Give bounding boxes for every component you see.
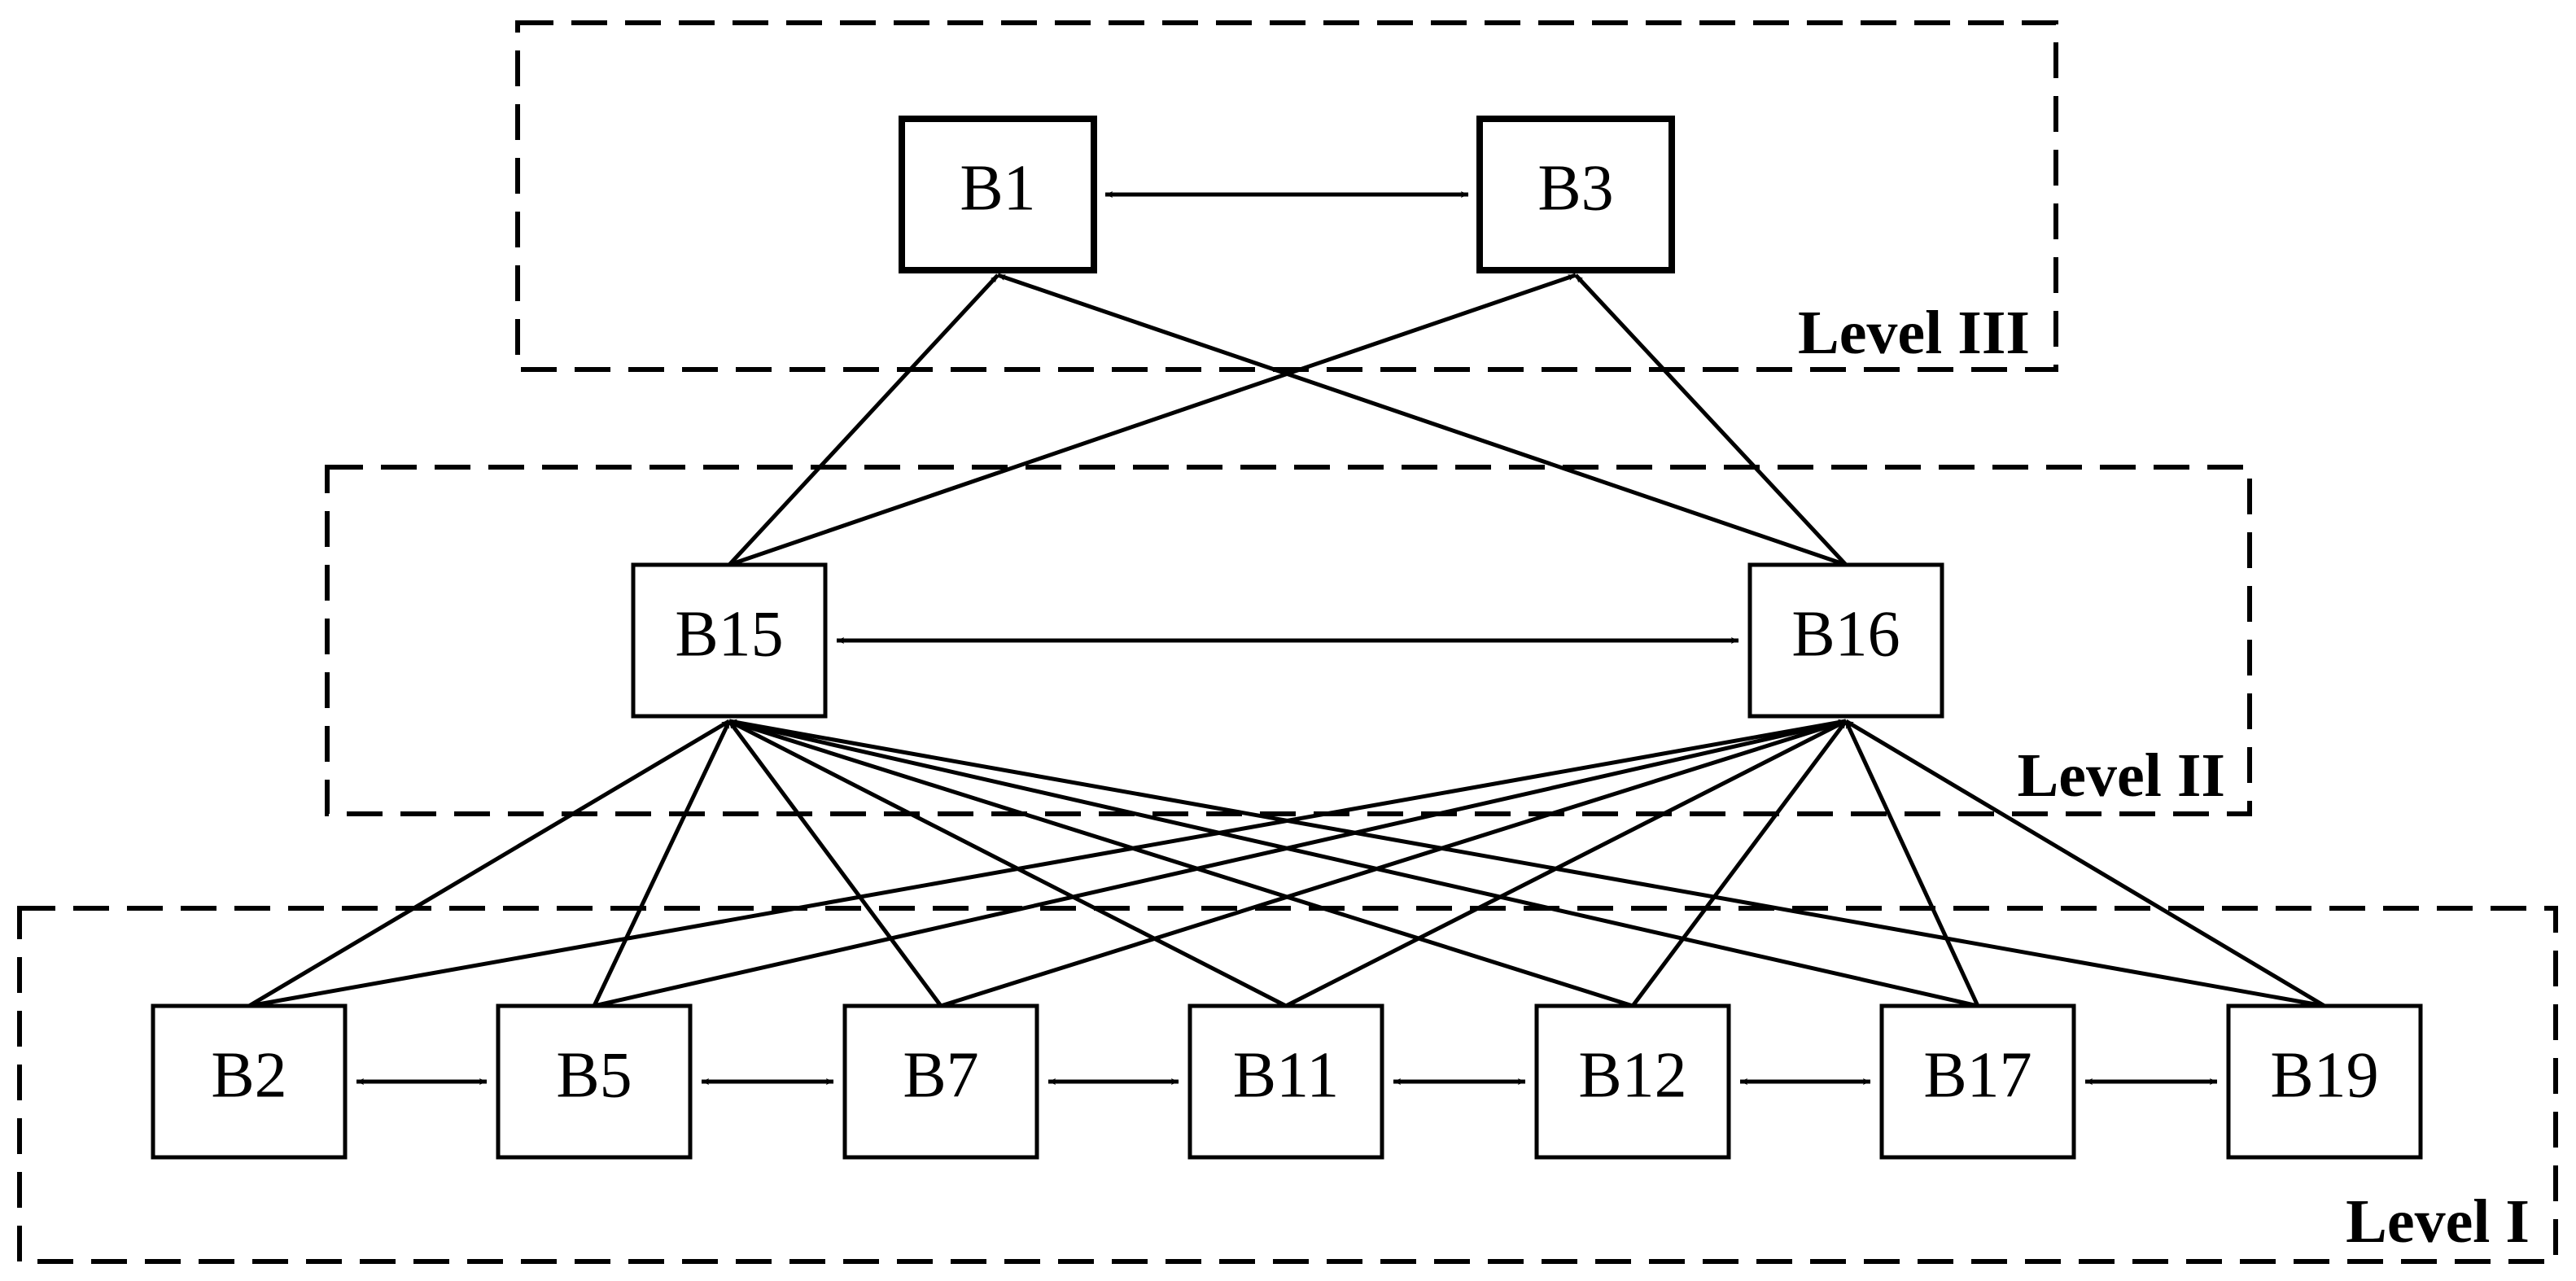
- edge-b19-b15: [728, 719, 2325, 1008]
- node-b5-label: B5: [556, 1039, 632, 1111]
- edge-b5-b16: [593, 719, 1847, 1008]
- node-b16-box: [1747, 562, 1944, 719]
- node-b19-box: [2226, 1003, 2423, 1160]
- node-b19-label: B19: [2270, 1039, 2378, 1111]
- edge-b12-b15: [728, 719, 1634, 1008]
- edge-b15-b1: [728, 273, 999, 566]
- node-b1: B1: [899, 116, 1097, 273]
- level-2-frame: [325, 465, 2252, 816]
- edge-b17-b15: [728, 719, 1979, 1008]
- level-1-label: Level I: [2346, 1187, 2530, 1256]
- edge-b16-b3: [1574, 273, 1848, 566]
- node-b12: B12: [1534, 1003, 1731, 1160]
- edge-b16-b1: [997, 273, 1847, 567]
- node-b2-label: B2: [211, 1039, 286, 1111]
- node-b1-label: B1: [960, 152, 1035, 224]
- node-b2-box: [151, 1003, 348, 1160]
- edge-b5-b15: [592, 719, 732, 1008]
- node-b3-box: [1476, 116, 1675, 273]
- level-1-frame: [17, 906, 2558, 1264]
- node-b16: B16: [1747, 562, 1944, 719]
- node-b7-box: [842, 1003, 1039, 1160]
- node-b5-box: [496, 1003, 693, 1160]
- node-b17-label: B17: [1923, 1039, 2031, 1111]
- node-b15: B15: [631, 562, 828, 719]
- node-b15-label: B15: [675, 598, 783, 670]
- node-b11: B11: [1187, 1003, 1384, 1160]
- edge-b12-b16: [1630, 719, 1848, 1008]
- node-b16-label: B16: [1791, 598, 1900, 670]
- node-b19: B19: [2226, 1003, 2423, 1160]
- node-b7-label: B7: [903, 1039, 978, 1111]
- edge-b11-b16: [1284, 719, 1848, 1008]
- node-b1-box: [899, 116, 1097, 273]
- edge-b17-b16: [1843, 719, 1980, 1008]
- level-3-label: Level III: [1798, 299, 2030, 367]
- node-b12-box: [1534, 1003, 1731, 1160]
- node-b17-box: [1879, 1003, 2076, 1160]
- node-b7: B7: [842, 1003, 1039, 1160]
- edge-b2-b15: [247, 719, 731, 1008]
- edge-b15-b3: [728, 273, 1577, 567]
- node-b17: B17: [1879, 1003, 2076, 1160]
- level-2-label: Level II: [2018, 741, 2225, 810]
- node-b5: B5: [496, 1003, 693, 1160]
- edge-b19-b16: [1844, 719, 2326, 1008]
- edge-b7-b15: [727, 719, 943, 1008]
- node-b15-box: [631, 562, 828, 719]
- node-b12-label: B12: [1578, 1039, 1686, 1111]
- edge-b7-b16: [940, 719, 1847, 1008]
- node-b2: B2: [151, 1003, 348, 1160]
- node-b3: B3: [1476, 116, 1675, 273]
- level-3-frame: [515, 20, 2058, 372]
- edge-b11-b15: [728, 719, 1288, 1008]
- edges-layer: [247, 191, 2326, 1085]
- edge-b2-b16: [248, 719, 1847, 1008]
- node-b3-label: B3: [1537, 152, 1613, 224]
- node-b11-label: B11: [1233, 1039, 1339, 1111]
- node-b11-box: [1187, 1003, 1384, 1160]
